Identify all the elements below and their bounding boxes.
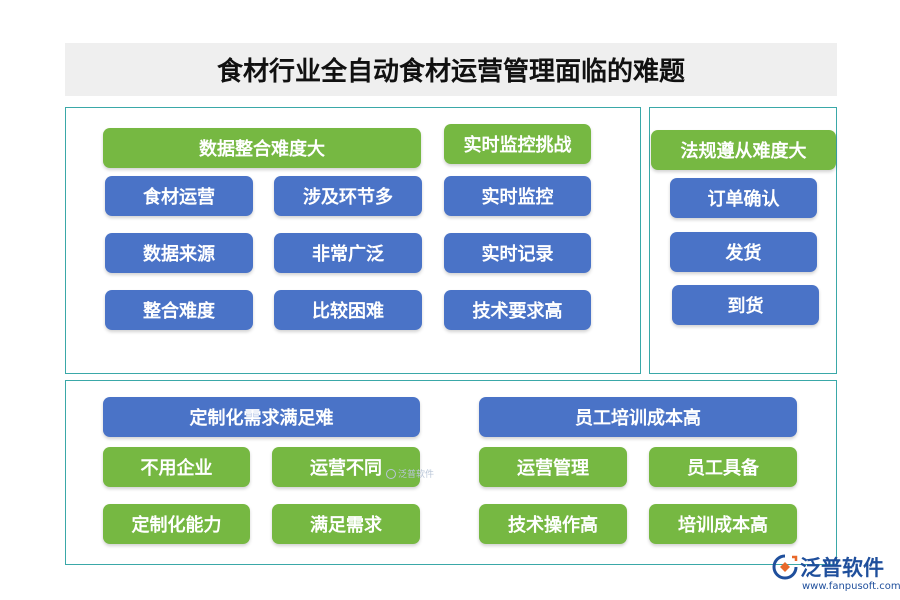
- realtime-monitoring-item: 实时监控: [444, 176, 591, 216]
- realtime-monitoring-item: 技术要求高: [444, 290, 591, 330]
- brand-logo-name: 泛普软件: [800, 556, 884, 580]
- customization-item: 定制化能力: [103, 504, 250, 544]
- customization-item: 不用企业: [103, 447, 250, 487]
- data-integration-item: 非常广泛: [274, 233, 422, 273]
- customization-item: 运营不同: [272, 447, 420, 487]
- training-item: 员工具备: [649, 447, 797, 487]
- customization-item: 满足需求: [272, 504, 420, 544]
- training-item: 技术操作高: [479, 504, 627, 544]
- compliance-item: 订单确认: [670, 178, 817, 218]
- training-item: 运营管理: [479, 447, 627, 487]
- data-integration-header: 数据整合难度大: [103, 128, 421, 168]
- realtime-monitoring-item: 实时记录: [444, 233, 591, 273]
- data-integration-item: 比较困难: [274, 290, 422, 330]
- watermark: 泛普软件: [386, 467, 434, 480]
- page-title: 食材行业全自动食材运营管理面临的难题: [65, 43, 837, 96]
- brand-logo-url: www.fanpusoft.com: [802, 581, 900, 592]
- watermark-logo-icon: [386, 468, 396, 479]
- compliance-item: 发货: [670, 232, 817, 272]
- data-integration-item: 食材运营: [105, 176, 253, 216]
- compliance-header: 法规遵从难度大: [651, 130, 836, 170]
- data-integration-item: 整合难度: [105, 290, 253, 330]
- brand-logo-icon: [772, 554, 798, 580]
- training-header: 员工培训成本高: [479, 397, 797, 437]
- watermark-text: 泛普软件: [398, 470, 435, 480]
- realtime-monitoring-header: 实时监控挑战: [444, 124, 591, 164]
- training-item: 培训成本高: [649, 504, 797, 544]
- customization-header: 定制化需求满足难: [103, 397, 420, 437]
- data-integration-item: 数据来源: [105, 233, 253, 273]
- brand-logo: 泛普软件 www.fanpusoft.com: [770, 551, 900, 595]
- data-integration-item: 涉及环节多: [274, 176, 422, 216]
- compliance-item: 到货: [672, 285, 819, 325]
